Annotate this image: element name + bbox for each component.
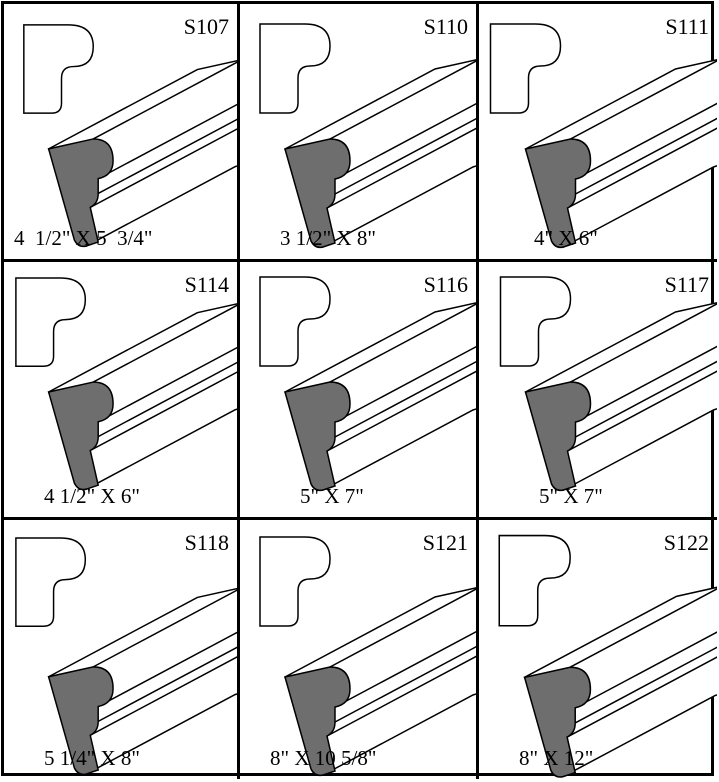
molding-code: S114 — [184, 272, 229, 297]
molding-size: 8" X 10 5/8" — [270, 746, 377, 770]
end-face — [47, 138, 114, 248]
molding-cell-s121: S121 8" X 10 5/8" — [240, 520, 479, 779]
molding-cell-s116: S116 5" X 7" — [240, 262, 479, 520]
molding-code: S116 — [423, 272, 468, 297]
profile-outline — [259, 23, 331, 114]
molding-illustration — [259, 536, 476, 777]
molding-illustration — [23, 24, 237, 248]
end-face — [524, 381, 592, 492]
end-face — [523, 666, 592, 778]
end-face — [284, 138, 351, 249]
molding-illustration — [15, 277, 237, 491]
molding-illustration — [259, 276, 476, 492]
molding-illustration — [499, 276, 717, 492]
molding-illustration — [15, 537, 237, 776]
molding-size: 5 1/4" X 8" — [44, 746, 140, 770]
molding-code: S110 — [423, 14, 468, 39]
profile-outline — [498, 534, 571, 627]
profile-outline — [15, 537, 87, 627]
molding-cell-s107: S107 4 1/2" X 5 3/4" — [4, 4, 240, 262]
molding-size: 4 1/2" X 6" — [44, 484, 140, 508]
profile-outline — [259, 536, 331, 627]
molding-code: S107 — [183, 14, 229, 39]
molding-size: 3 1/2" X 8" — [280, 226, 376, 250]
molding-size: 4 1/2" X 5 3/4" — [14, 226, 153, 250]
molding-illustration — [498, 534, 717, 778]
molding-size: 4" X 6" — [534, 226, 598, 250]
profile-outline — [499, 276, 572, 367]
molding-illustration — [489, 23, 717, 249]
molding-code: S121 — [422, 530, 468, 555]
end-face — [47, 381, 114, 491]
molding-cell-s117: S117 5" X 7" — [479, 262, 717, 520]
molding-cell-s118: S118 5 1/4" X 8" — [4, 520, 240, 779]
end-face — [524, 138, 592, 249]
end-face — [284, 666, 351, 777]
molding-size: 8" X 12" — [519, 746, 594, 770]
profile-outline — [23, 24, 94, 114]
molding-cell-s122: S122 8" X 12" — [479, 520, 717, 779]
end-face — [47, 666, 114, 776]
molding-size: 5" X 7" — [300, 484, 364, 508]
molding-code: S117 — [664, 272, 709, 297]
molding-code: S111 — [665, 14, 709, 39]
molding-cell-s110: S110 3 1/2" X 8" — [240, 4, 479, 262]
molding-size: 5" X 7" — [539, 484, 603, 508]
molding-cell-s114: S114 4 1/2" X 6" — [4, 262, 240, 520]
profile-outline — [15, 277, 87, 367]
molding-illustration — [259, 23, 476, 249]
end-face — [284, 381, 351, 492]
molding-cell-s111: S111 4" X 6" — [479, 4, 717, 262]
molding-code: S118 — [184, 530, 229, 555]
profile-outline — [489, 23, 562, 114]
profile-outline — [259, 276, 331, 367]
molding-code: S122 — [663, 530, 709, 555]
